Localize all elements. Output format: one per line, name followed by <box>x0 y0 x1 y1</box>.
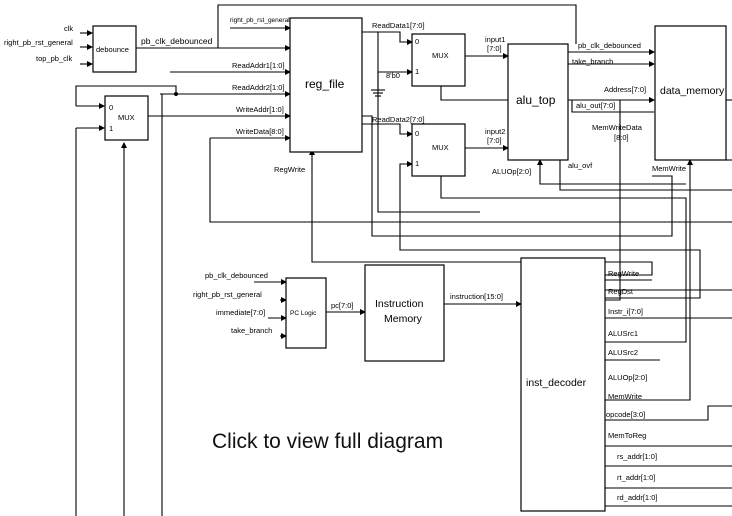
mux-bottom-label: MUX <box>432 143 449 152</box>
write-data-label: WriteData[8:0] <box>236 127 284 136</box>
input1-label: input1 <box>485 35 505 44</box>
reg-write-label: RegWrite <box>274 165 305 174</box>
rst-label: right_pb_rst_general <box>4 38 73 47</box>
pc-label: pc[7:0] <box>331 301 354 310</box>
instruction-memory-label-1: Instruction <box>375 298 424 310</box>
alu-ovf-label: alu_ovf <box>568 161 593 170</box>
input1-bits-label: [7:0] <box>487 44 502 53</box>
alu-top-label: alu_top <box>516 93 556 107</box>
pcl-rst-label: right_pb_rst_general <box>193 290 262 299</box>
mux-top-block <box>411 33 466 87</box>
reg-file-label: reg_file <box>305 77 345 91</box>
mux-bottom-block <box>411 123 466 177</box>
dec-out-rd-addr: rd_addr[1:0] <box>617 493 657 502</box>
rst-small-label: right_pb_rst_general <box>230 17 290 24</box>
view-full-diagram-link[interactable]: Click to view full diagram <box>212 430 444 453</box>
debounce-block <box>92 25 137 73</box>
aluop-alu-label: ALUOp[2:0] <box>492 167 531 176</box>
debounce-label: debounce <box>96 45 129 54</box>
clk-label: clk <box>64 24 73 33</box>
dec-out-memtoreg: MemToReg <box>608 431 646 440</box>
pcl-pb-clk-label: pb_clk_debounced <box>205 271 268 280</box>
mem-write-dm-label: MemWrite <box>652 164 686 173</box>
data-memory-label: data_memory <box>660 85 725 97</box>
mem-write-data-bits-label: [8:0] <box>614 133 629 142</box>
instruction-label: instruction[15:0] <box>450 292 503 301</box>
mux-left-zero: 0 <box>109 103 113 112</box>
alu-top-block <box>507 43 569 161</box>
input2-bits-label: [7:0] <box>487 136 502 145</box>
mux-top-label: MUX <box>432 51 449 60</box>
mux-top-zero: 0 <box>415 37 419 46</box>
dec-out-rt-addr: rt_addr[1:0] <box>617 473 655 482</box>
read-addr1-label: ReadAddr1[1:0] <box>232 61 285 70</box>
mux-top-one: 1 <box>415 67 419 76</box>
reg-file-block <box>289 17 363 153</box>
dec-out-instr-i: Instr_i[7:0] <box>608 307 643 316</box>
dec-out-memwrite: MemWrite <box>608 392 642 401</box>
pb-clk-debounced-label: pb_clk_debounced <box>141 36 213 46</box>
data-memory-block <box>654 25 727 161</box>
mux-left-block <box>104 95 149 141</box>
dec-out-alusrc1: ALUSrc1 <box>608 329 638 338</box>
pcl-take-branch-label: take_branch <box>231 326 272 335</box>
blocks <box>92 17 727 512</box>
decoder-output-lines <box>605 279 732 361</box>
mux-left-label: MUX <box>118 113 135 122</box>
mux-left-one: 1 <box>109 124 113 133</box>
mux-bottom-one: 1 <box>415 159 419 168</box>
immediate-label: immediate[7:0] <box>216 308 265 317</box>
dec-out-regwrite: RegWrite <box>608 269 639 278</box>
mem-write-data-label: MemWriteData <box>592 123 643 132</box>
inst-decoder-block <box>520 257 606 512</box>
dec-out-rs-addr: rs_addr[1:0] <box>617 452 657 461</box>
mux-bottom-zero: 0 <box>415 129 419 138</box>
address-label: Address[7:0] <box>604 85 646 94</box>
inst-decoder-label: inst_decoder <box>526 377 587 389</box>
dec-out-alusrc2: ALUSrc2 <box>608 348 638 357</box>
instruction-memory-label-2: Memory <box>384 313 423 325</box>
write-addr-label: WriteAddr[1:0] <box>236 105 284 114</box>
take-branch-label: take_branch <box>572 57 613 66</box>
block-titles: debounce MUX reg_file MUX MUX alu_top da… <box>96 45 725 389</box>
read-addr2-label: ReadAddr2[1:0] <box>232 83 285 92</box>
dec-out-regdst: RegDst <box>608 287 634 296</box>
top-pb-clk-label: top_pb_clk <box>36 54 73 63</box>
pc-logic-label: PC Logic <box>290 310 317 317</box>
dec-out-opcode: opcode[3:0] <box>606 410 645 419</box>
pc-logic-block <box>285 277 327 349</box>
instruction-memory-block <box>364 264 445 362</box>
alu-out-label: alu_out[7:0] <box>576 101 615 110</box>
read-data2-label: ReadData2[7:0] <box>372 115 425 124</box>
signal-labels: clk right_pb_rst_general top_pb_clk pb_c… <box>4 17 686 502</box>
wires <box>75 4 732 516</box>
const-8b0-label: 8'b0 <box>386 71 400 80</box>
read-data1-label: ReadData1[7:0] <box>372 21 425 30</box>
input2-label: input2 <box>485 127 505 136</box>
dec-out-aluop: ALUOp[2:0] <box>608 373 647 382</box>
dm-pb-clk-label: pb_clk_debounced <box>578 41 641 50</box>
